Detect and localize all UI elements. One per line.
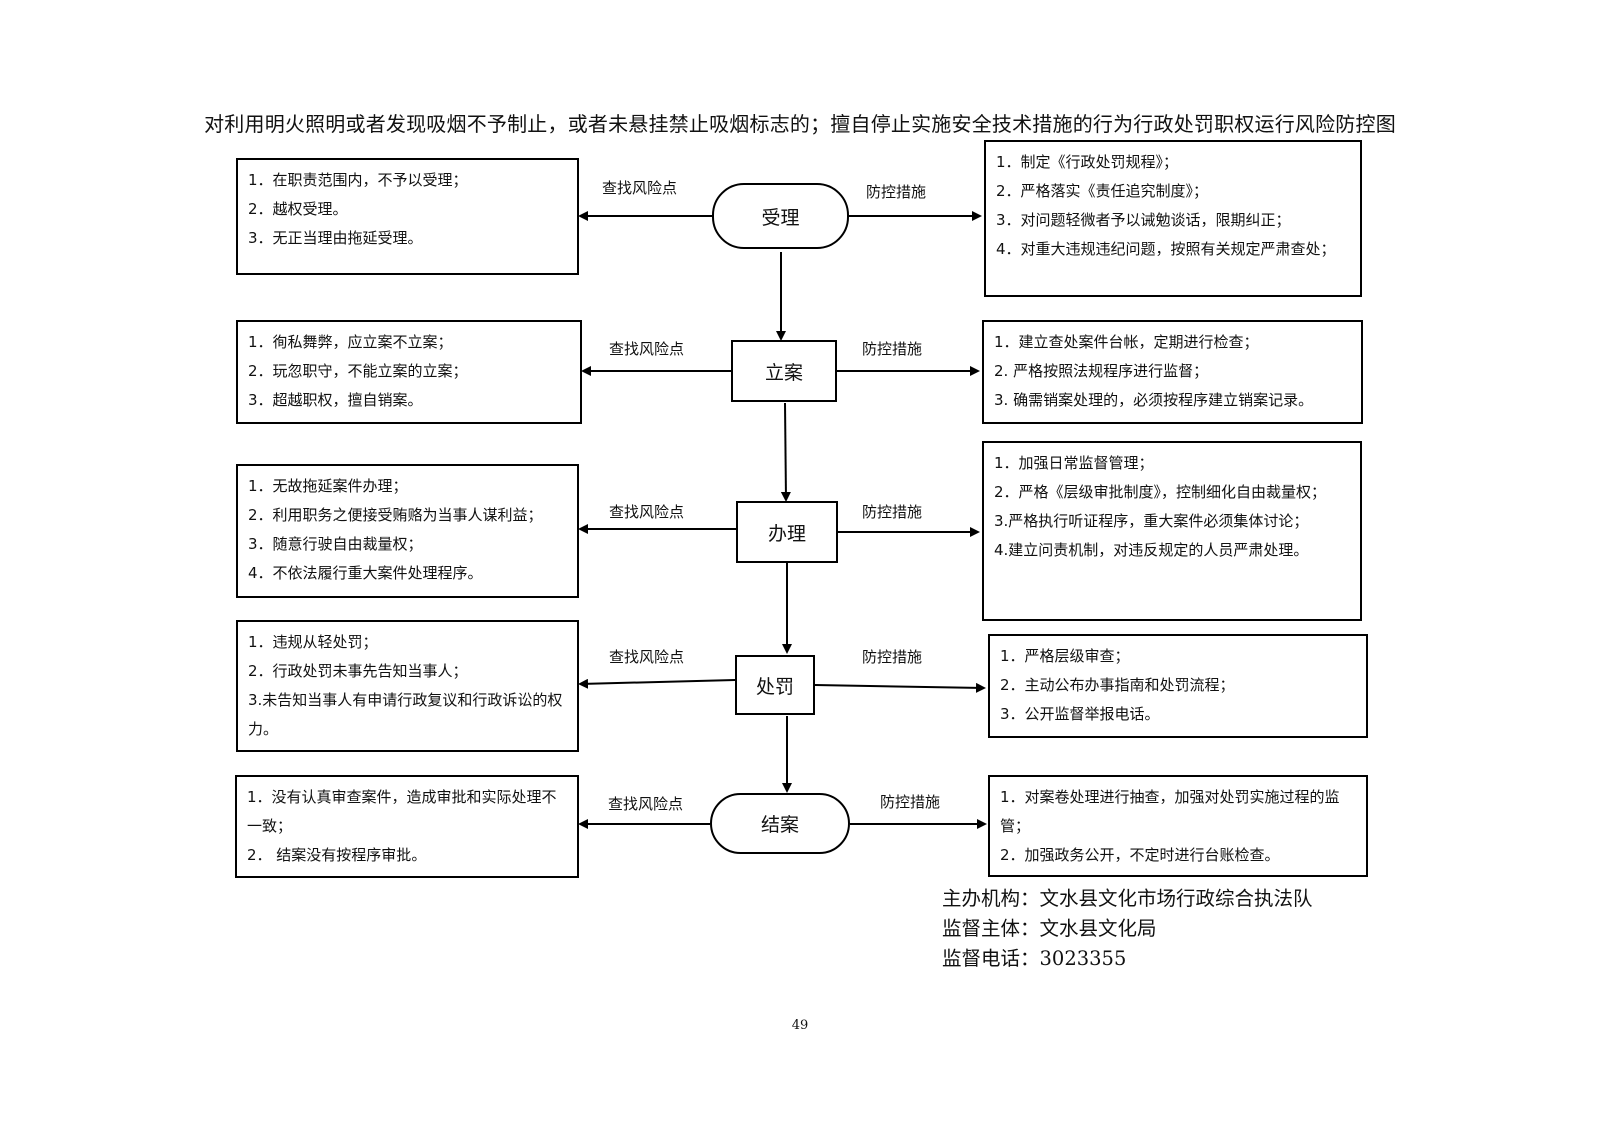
risk-3-2: 2．利用职务之便接受贿赂为当事人谋利益； — [248, 506, 543, 524]
measure-3-4: 4.建立问责机制，对违反规定的人员严肃处理。 — [994, 541, 1309, 559]
measure-box-4: 1．严格层级审查； 2．主动公布办事指南和处罚流程； 3．公开监督举报电话。 — [988, 634, 1368, 738]
risk-4-2: 2．行政处罚未事先告知当事人； — [248, 662, 468, 680]
measure-3-3: 3.严格执行听证程序，重大案件必须集体讨论； — [994, 512, 1309, 530]
risk-2-3: 3．超越职权，擅自销案。 — [248, 391, 423, 409]
stage-node-1: 受理 — [712, 183, 849, 249]
risk-2-2: 2．玩忽职守，不能立案的立案； — [248, 362, 468, 380]
arrow-measure-4 — [814, 682, 986, 693]
measure-2-1: 1．建立查处案件台帐，定期进行检查； — [994, 333, 1259, 351]
arrow-risk-4 — [578, 678, 736, 689]
risk-box-3: 1．无故拖延案件办理； 2．利用职务之便接受贿赂为当事人谋利益； 3．随意行驶自… — [236, 464, 579, 598]
risk-box-5: 1．没有认真审查案件，造成审批和实际处理不一致； 2． 结案没有按程序审批。 — [235, 775, 579, 878]
risk-box-1: 1．在职责范围内，不予以受理； 2．越权受理。 3．无正当理由拖延受理。 — [236, 158, 579, 275]
measure-5-1: 1．对案卷处理进行抽查，加强对处罚实施过程的监管； — [1000, 788, 1340, 835]
control-label-4: 防控措施 — [862, 648, 923, 666]
measure-4-3: 3．公开监督举报电话。 — [1000, 705, 1160, 723]
find-risk-label-5: 查找风险点 — [608, 795, 684, 813]
risk-5-1: 1．没有认真审查案件，造成审批和实际处理不一致； — [247, 788, 557, 835]
find-risk-label-4: 查找风险点 — [609, 648, 685, 666]
risk-1-3: 3．无正当理由拖延受理。 — [248, 229, 423, 247]
page-number: 49 — [791, 1018, 809, 1033]
find-risk-label-3: 查找风险点 — [609, 503, 685, 521]
stage-node-2: 立案 — [731, 340, 837, 402]
stage-node-3: 办理 — [736, 501, 838, 563]
measure-4-2: 2．主动公布办事指南和处罚流程； — [1000, 676, 1235, 694]
measure-5-2: 2．加强政务公开，不定时进行台账检查。 — [1000, 846, 1280, 864]
measure-3-2: 2．严格《层级审批制度》，控制细化自由裁量权； — [994, 483, 1327, 501]
control-label-2: 防控措施 — [862, 340, 923, 358]
control-label-1: 防控措施 — [866, 183, 927, 201]
control-label-3: 防控措施 — [862, 503, 923, 521]
find-risk-label-1: 查找风险点 — [602, 179, 678, 197]
risk-box-2: 1．徇私舞弊，应立案不立案； 2．玩忽职守，不能立案的立案； 3．超越职权，擅自… — [236, 320, 582, 424]
arrow-flow-2 — [780, 402, 791, 502]
diagram-title: 对利用明火照明或者发现吸烟不予制止，或者未悬挂禁止吸烟标志的；擅自停止实施安全技… — [204, 112, 1396, 136]
risk-5-2: 2． 结案没有按程序审批。 — [247, 846, 427, 864]
risk-4-1: 1．违规从轻处罚； — [248, 633, 378, 651]
measure-1-3: 3．对问题轻微者予以诫勉谈话，限期纠正； — [996, 211, 1291, 229]
measure-2-2: 2. 严格按照法规程序进行监督； — [994, 362, 1209, 380]
measure-1-2: 2．严格落实《责任追究制度》； — [996, 182, 1209, 200]
measure-2-3: 3. 确需销案处理的，必须按程序建立销案记录。 — [994, 391, 1314, 409]
risk-3-3: 3．随意行驶自由裁量权； — [248, 535, 423, 553]
risk-3-4: 4．不依法履行重大案件处理程序。 — [248, 564, 483, 582]
risk-2-1: 1．徇私舞弊，应立案不立案； — [248, 333, 453, 351]
measure-box-5: 1．对案卷处理进行抽查，加强对处罚实施过程的监管； 2．加强政务公开，不定时进行… — [988, 775, 1368, 877]
footer-phone: 监督电话：3023355 — [942, 947, 1127, 970]
stage-node-5: 结案 — [710, 793, 850, 854]
risk-4-3: 3.未告知当事人有申请行政复议和行政诉讼的权力。 — [248, 691, 563, 738]
find-risk-label-2: 查找风险点 — [609, 340, 685, 358]
measure-3-1: 1．加强日常监督管理； — [994, 454, 1154, 472]
risk-3-1: 1．无故拖延案件办理； — [248, 477, 408, 495]
footer-supervisor: 监督主体：文水县文化局 — [942, 917, 1157, 940]
risk-box-4: 1．违规从轻处罚； 2．行政处罚未事先告知当事人； 3.未告知当事人有申请行政复… — [236, 620, 579, 752]
stage-node-4: 处罚 — [735, 655, 815, 715]
measure-box-3: 1．加强日常监督管理； 2．严格《层级审批制度》，控制细化自由裁量权； 3.严格… — [982, 441, 1362, 621]
risk-1-1: 1．在职责范围内，不予以受理； — [248, 171, 468, 189]
measure-4-1: 1．严格层级审查； — [1000, 647, 1130, 665]
measure-box-1: 1．制定《行政处罚规程》； 2．严格落实《责任追究制度》； 3．对问题轻微者予以… — [984, 140, 1362, 297]
measure-1-1: 1．制定《行政处罚规程》； — [996, 153, 1179, 171]
measure-box-2: 1．建立查处案件台帐，定期进行检查； 2. 严格按照法规程序进行监督； 3. 确… — [982, 320, 1363, 424]
footer-org: 主办机构：文水县文化市场行政综合执法队 — [942, 887, 1313, 910]
measure-1-4: 4．对重大违规违纪问题，按照有关规定严肃查处； — [996, 240, 1336, 258]
risk-1-2: 2．越权受理。 — [248, 200, 348, 218]
control-label-5: 防控措施 — [880, 793, 941, 811]
